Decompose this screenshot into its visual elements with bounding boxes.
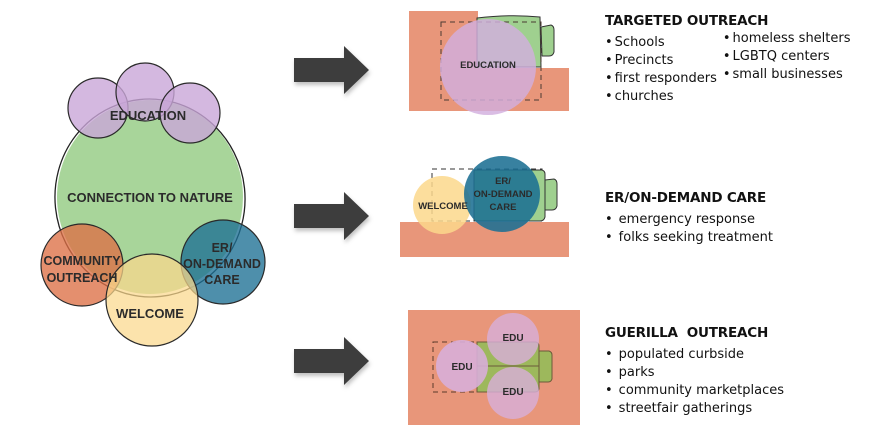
list-item: populated curbside <box>605 346 784 364</box>
list-item: folks seeking treatment <box>605 229 773 247</box>
panel2-er-line3: CARE <box>490 202 517 213</box>
arrow-1 <box>294 46 369 94</box>
edu-coverage-circle-top <box>487 313 539 365</box>
targeted-outreach-section: TARGETED OUTREACH Schools Precincts firs… <box>605 13 851 106</box>
welcome-coverage-circle <box>413 176 471 234</box>
list-item: small businesses <box>723 66 851 84</box>
education-label: EDUCATION <box>110 108 186 123</box>
panel3-edu-label-bottom: EDU <box>502 387 523 398</box>
bullet-list: emergency response folks seeking treatme… <box>605 211 773 247</box>
list-item: LGBTQ centers <box>723 48 851 66</box>
welcome-circle <box>105 253 199 347</box>
section-title: GUERILLA OUTREACH <box>605 325 769 341</box>
er-label-line3: CARE <box>204 273 239 287</box>
education-cluster <box>67 62 221 144</box>
venn-diagram: EDUCATION CONNECTION TO NATURE COMMUNITY… <box>40 62 266 347</box>
arrow-right-icon <box>294 46 369 94</box>
panel3-edu-label-top: EDU <box>502 333 523 344</box>
panel2-er-line1: ER/ <box>495 176 511 187</box>
vehicle-cab <box>544 178 558 211</box>
vehicle-cab <box>538 350 553 383</box>
bullet-list-col1: Schools Precincts first responders churc… <box>605 34 717 106</box>
education-blob-right <box>159 82 221 144</box>
panel2-er-line2: ON-DEMAND <box>473 189 532 200</box>
bullet-list-col2: homeless shelters LGBTQ centers small bu… <box>723 30 851 106</box>
vehicle-cab <box>540 24 555 57</box>
list-item: community marketplaces <box>605 382 784 400</box>
guerilla-outreach-section: GUERILLA OUTREACH populated curbside par… <box>605 325 784 418</box>
welcome-label: WELCOME <box>116 306 184 321</box>
connection-to-nature-label: CONNECTION TO NATURE <box>67 190 233 205</box>
panel-guerilla-outreach-illustration: EDU EDU EDU <box>408 310 580 425</box>
er-label-line2: ON-DEMAND <box>183 257 261 271</box>
panel-er-illustration: WELCOME ER/ ON-DEMAND CARE <box>400 156 569 257</box>
arrow-right-icon <box>294 337 369 385</box>
arrow-right-icon <box>294 192 369 240</box>
list-item: parks <box>605 364 784 382</box>
list-item: emergency response <box>605 211 773 229</box>
list-item: homeless shelters <box>723 30 851 48</box>
education-coverage-circle <box>440 19 536 115</box>
list-item: Precincts <box>605 52 717 70</box>
bullet-columns: Schools Precincts first responders churc… <box>605 31 851 106</box>
edu-coverage-circle-bottom <box>487 367 539 419</box>
er-circle <box>180 219 266 305</box>
edu-coverage-circle-left <box>436 340 488 392</box>
list-item: first responders <box>605 70 717 88</box>
er-on-demand-section: ER/ON-DEMAND CARE emergency response fol… <box>605 190 773 247</box>
community-label-line1: COMMUNITY <box>43 254 121 268</box>
list-item: churches <box>605 88 717 106</box>
community-label-line2: OUTREACH <box>47 271 118 285</box>
section-title: TARGETED OUTREACH <box>605 13 769 29</box>
er-coverage-circle <box>464 156 540 232</box>
er-label-line1: ER/ <box>212 241 233 255</box>
list-item: streetfair gatherings <box>605 400 784 418</box>
panel1-education-label: EDUCATION <box>460 60 516 71</box>
bullet-list: populated curbside parks community marke… <box>605 346 784 418</box>
panel2-welcome-label: WELCOME <box>418 201 468 212</box>
arrow-3 <box>294 337 369 385</box>
panel-targeted-outreach-illustration: EDUCATION <box>409 11 569 115</box>
list-item: Schools <box>605 34 717 52</box>
panel3-edu-label-left: EDU <box>451 362 472 373</box>
arrow-2 <box>294 192 369 240</box>
section-title: ER/ON-DEMAND CARE <box>605 190 767 206</box>
